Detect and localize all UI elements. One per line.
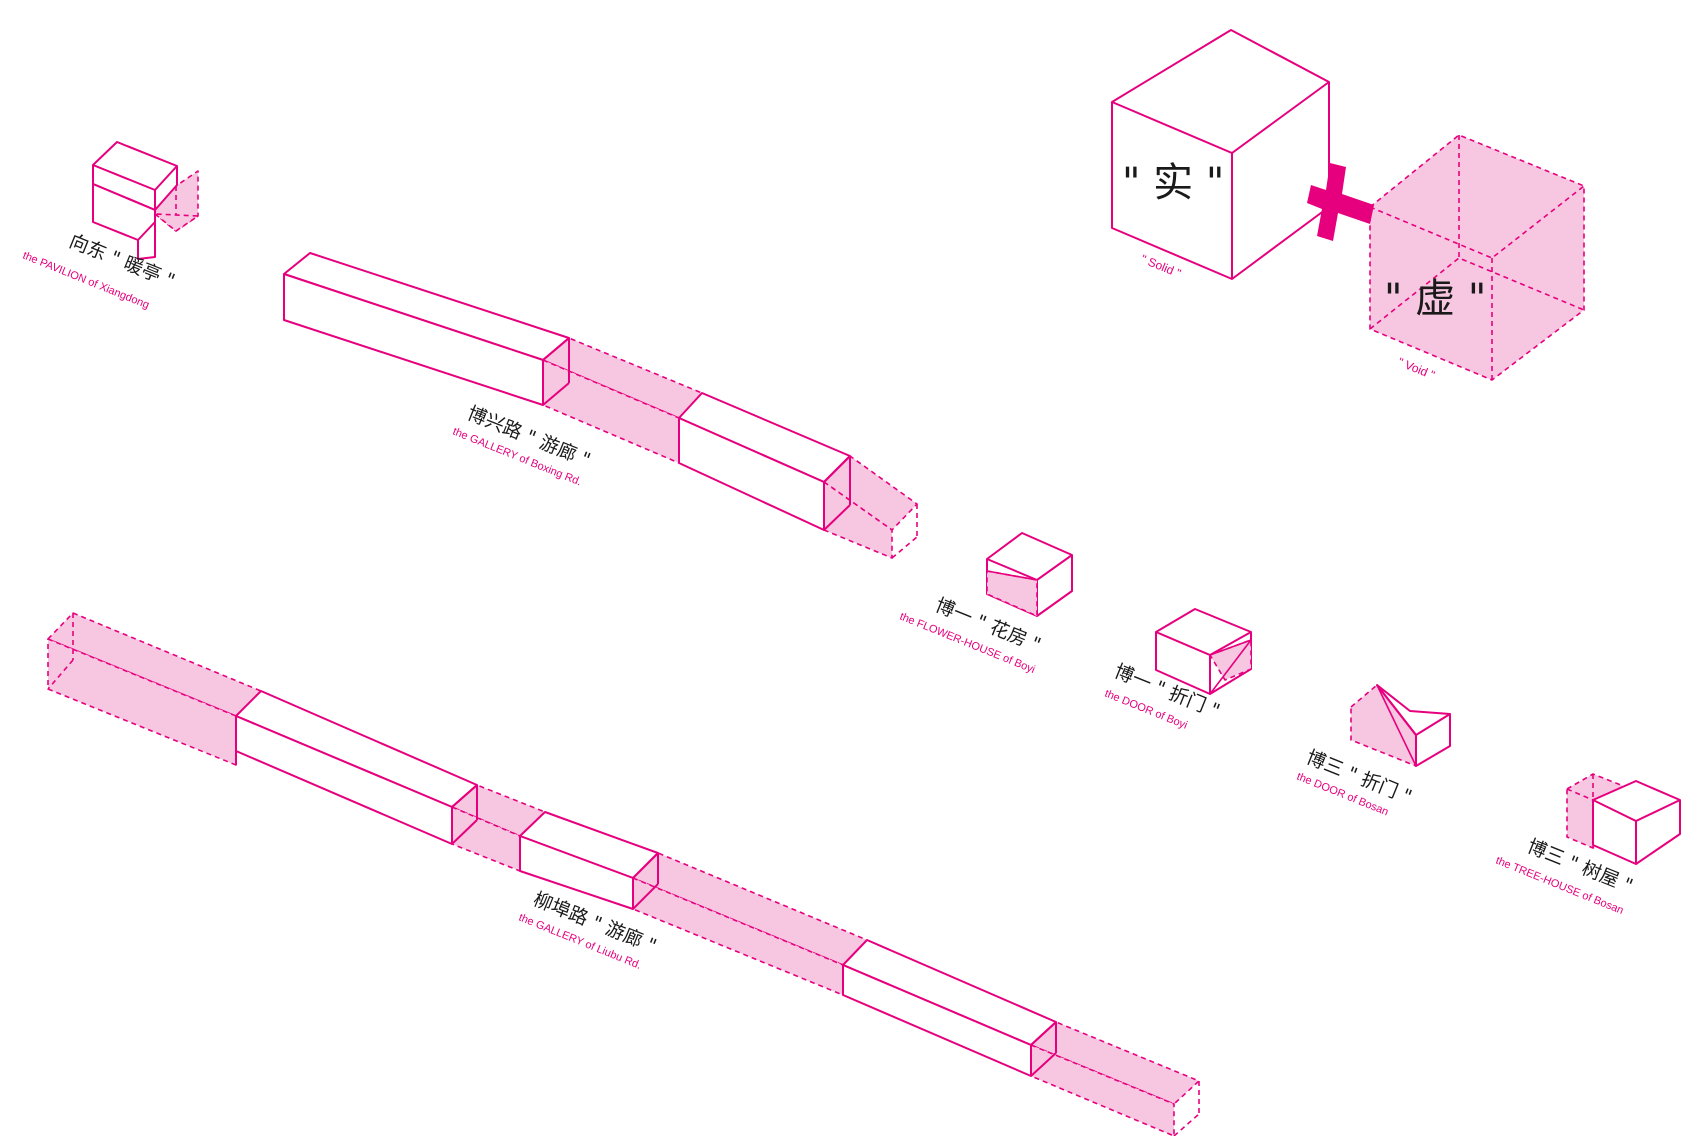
treehouse-block bbox=[1566, 773, 1681, 865]
pavilion-block bbox=[92, 141, 199, 260]
void-label: " 虚 " bbox=[1384, 276, 1486, 322]
plus-icon bbox=[1307, 163, 1374, 241]
door-boyi-block bbox=[1155, 608, 1252, 695]
gallery-boxing-block bbox=[283, 252, 918, 559]
flowerhouse-block bbox=[986, 532, 1073, 617]
gallery-liubu-block bbox=[47, 612, 1200, 1136]
solid-label: " 实 " bbox=[1122, 160, 1224, 206]
solid-cube bbox=[1111, 29, 1330, 280]
door-bosan-block bbox=[1350, 684, 1451, 767]
void-caption: " Void " bbox=[1396, 355, 1437, 382]
void-cube bbox=[1369, 134, 1585, 381]
